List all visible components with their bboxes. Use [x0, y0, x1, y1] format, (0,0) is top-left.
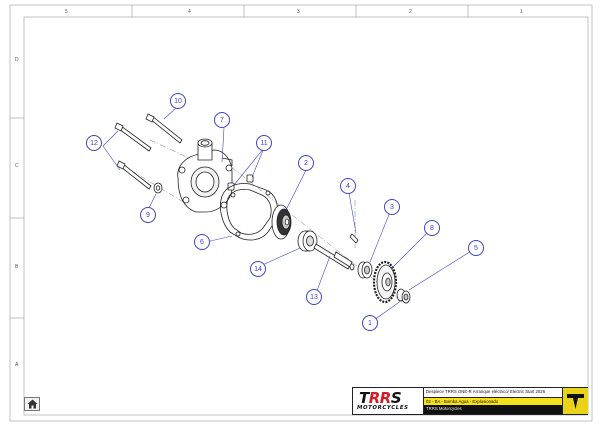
trrs-logo: TRRS MOTORCYCLES [353, 388, 424, 414]
zone-number: 2 [409, 9, 412, 15]
title-block: TRRS MOTORCYCLES Despiece TRRS ONE-R Arr… [352, 387, 588, 415]
callout-7[interactable]: 7 [214, 112, 230, 128]
zone-number: 3 [297, 9, 300, 15]
brand-emblem [562, 388, 588, 414]
home-button[interactable] [24, 397, 40, 411]
drive-pin [349, 233, 359, 244]
callout-1[interactable]: 1 [362, 315, 378, 331]
bolt-long-upper [145, 113, 183, 144]
sheet-frame [9, 4, 593, 422]
zone-number: 4 [188, 9, 191, 15]
callout-leaders [102, 107, 477, 324]
company-name: TRRS Motorcycles [424, 405, 562, 414]
zone-letter: B [15, 264, 19, 270]
callout-12[interactable]: 12 [86, 135, 102, 151]
callout-13[interactable]: 13 [306, 289, 322, 305]
circlip [396, 288, 411, 304]
callout-2[interactable]: 2 [298, 155, 314, 171]
callout-9[interactable]: 9 [140, 207, 156, 223]
bearing [297, 230, 318, 252]
zone-letter: D [15, 57, 19, 63]
drive-gear [372, 260, 398, 304]
pump-shaft [313, 243, 355, 271]
trrs-emblem-icon [567, 394, 584, 409]
drawing-description: Despiece TRRS ONE-R Arranque eléctrico/ … [426, 389, 546, 394]
callout-8[interactable]: 8 [424, 220, 440, 236]
callout-4[interactable]: 4 [340, 178, 356, 194]
bolt-upper-left [114, 122, 152, 152]
callout-3[interactable]: 3 [384, 199, 400, 215]
impeller [271, 204, 292, 240]
drawing-subsystem: 02 - BA - Bomba Agua - Explosionado [424, 397, 562, 405]
logo-subtitle: MOTORCYCLES [357, 405, 409, 411]
home-icon [27, 399, 37, 409]
callout-10[interactable]: 10 [170, 93, 186, 109]
zone-letter: C [15, 163, 19, 169]
zone-number: 5 [65, 9, 68, 15]
washer-small [153, 182, 163, 194]
callout-14[interactable]: 14 [250, 261, 266, 277]
callout-6[interactable]: 6 [194, 234, 210, 250]
water-pump-cover [177, 138, 233, 213]
bolt-lower-left [116, 160, 152, 190]
callout-5[interactable]: 5 [468, 240, 484, 256]
zone-letter: A [15, 362, 19, 368]
logo-wordmark: TRRS [359, 389, 402, 407]
zone-number: 1 [520, 9, 523, 15]
bearing-small [357, 261, 373, 279]
callout-11[interactable]: 11 [256, 135, 272, 151]
